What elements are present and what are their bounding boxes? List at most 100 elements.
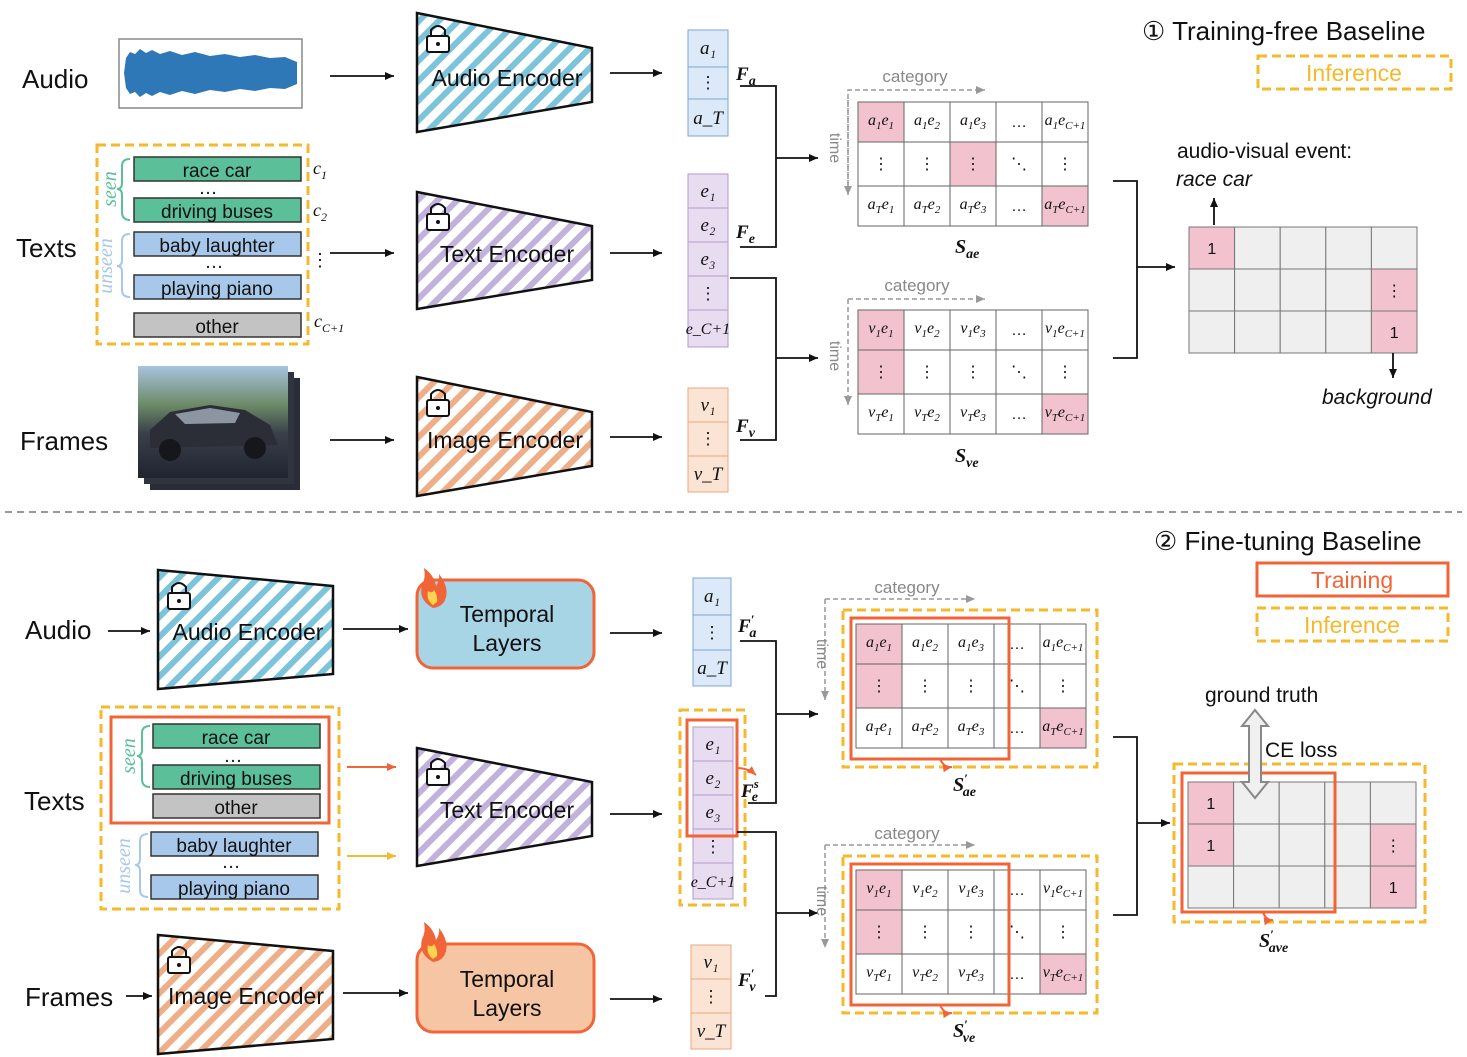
background-label: background	[1322, 386, 1433, 409]
feat-v1-p2: v₁	[703, 952, 718, 973]
class-baby-laughter-p2: baby laughter	[176, 836, 292, 857]
feat-e-dots-p2: ⋮	[705, 837, 722, 856]
output-cell	[1325, 310, 1372, 354]
event-label: audio-visual event:	[1177, 140, 1352, 163]
temporal-layers-audio: Temporal Layers	[415, 568, 596, 670]
matrix-cell	[995, 185, 1043, 227]
matrix-cell	[1039, 909, 1087, 955]
text-encoder-p1: Text Encoder	[415, 190, 594, 311]
class-other	[133, 312, 302, 338]
output-cell	[1233, 823, 1280, 867]
feat-v-dots: ⋮	[700, 429, 717, 448]
matrix-cell	[1039, 707, 1087, 749]
class-dots-unseen-p2: …	[222, 852, 241, 873]
feat-aT-p2: a_T	[697, 658, 728, 679]
class-race-car	[133, 156, 302, 182]
output-cell	[1325, 268, 1372, 312]
matrix-dots: …	[1011, 322, 1027, 339]
matrix-cell-label: a1e1	[868, 112, 894, 132]
audio-encoder-p1: Audio Encoder	[415, 11, 594, 134]
output-cell-value: 1	[1390, 325, 1399, 342]
connector-ve	[730, 277, 777, 441]
matrix-dots: ⋮	[919, 156, 935, 173]
matrix-cell	[901, 909, 949, 955]
feature-v-p1: v₁ ⋮ v_T	[687, 387, 729, 493]
output-cell	[1187, 781, 1235, 825]
lock-icon	[426, 203, 450, 231]
matrix-cell	[1041, 393, 1089, 435]
axis-category: category	[884, 276, 950, 295]
lock-icon	[167, 582, 191, 610]
ground-truth-label: ground truth	[1205, 684, 1318, 707]
audio-encoder-p2: Audio Encoder	[156, 568, 335, 691]
audio-encoder-label: Audio Encoder	[432, 65, 583, 91]
feature-a-p2: a₁ ⋮ a_T	[692, 577, 732, 687]
output-cell	[1188, 310, 1236, 354]
matrix-cell-label: v1eC+1	[1043, 880, 1083, 900]
output-cell	[1278, 865, 1326, 909]
matrix-cell-label: vTeC+1	[1043, 964, 1084, 984]
matrix-cell-label: vTe2	[912, 964, 938, 984]
class-playing-piano	[133, 274, 302, 300]
S-ve-prime-label: S′ve	[953, 1017, 975, 1046]
axes-ve-p2: category time	[813, 824, 975, 948]
matrix-cell-label: v1e1	[868, 320, 893, 340]
matrix-cell-label: aTe2	[914, 196, 941, 216]
feat-e-dots: ⋮	[700, 284, 717, 303]
image-encoder-label: Image Encoder	[427, 427, 583, 453]
matrix-cell-label: a1e2	[914, 112, 941, 132]
class-playing-piano-p2: playing piano	[178, 879, 290, 900]
output-cell	[1187, 865, 1235, 909]
matrix-cell	[901, 623, 949, 665]
text-classes-panel1: race car … driving buses baby laughter ……	[95, 143, 344, 346]
output-cell	[1188, 268, 1236, 312]
matrix-cell	[993, 909, 1041, 955]
Fa-label: Fa	[735, 64, 756, 89]
output-cell	[1278, 823, 1326, 867]
matrix-cell	[993, 623, 1041, 665]
inference-box-Sve	[841, 854, 1099, 1015]
output-cell	[1278, 781, 1326, 825]
class-dots-unseen: …	[205, 252, 224, 273]
inference-box-Save	[1172, 762, 1427, 924]
axis-category-p2: category	[874, 824, 940, 843]
legend-inference-label-p2: Inference	[1304, 612, 1400, 638]
matrix-cell-label: aTe3	[960, 196, 987, 216]
output-cell-value: ⋮	[1385, 838, 1401, 855]
matrix-cell	[857, 309, 905, 351]
matrix-cell	[903, 101, 951, 143]
matrix-dots: ⋱	[1009, 678, 1025, 695]
matrix-cell	[855, 707, 903, 749]
matrix-dots: ⋮	[963, 924, 979, 941]
matrix-cell	[855, 909, 903, 955]
matrix-cell	[855, 623, 903, 665]
matrix-dots: ⋮	[919, 364, 935, 381]
matrix-dots: …	[1009, 720, 1025, 737]
arrow-Save-prime	[1262, 911, 1274, 926]
matrix-dots: ⋮	[1055, 678, 1071, 695]
output-cell	[1369, 865, 1417, 909]
output-cell	[1234, 226, 1281, 270]
inference-box-Sae	[841, 608, 1099, 769]
matrix-cell-label: a1eC+1	[1043, 634, 1084, 654]
feat-aT: a_T	[693, 108, 724, 129]
matrix-cell	[857, 393, 905, 435]
class-baby-laughter-label: baby laughter	[159, 236, 275, 257]
frames-label: Frames	[20, 426, 108, 456]
panel2-title: ② Fine-tuning Baseline	[1154, 526, 1422, 556]
feature-e-p2: e₁ e₂ e₃ ⋮ e_C+1	[678, 708, 757, 907]
image-encoder-p1: Image Encoder	[415, 375, 594, 498]
matrix-cell	[1041, 349, 1089, 395]
matrix-cell-label: v1e3	[960, 320, 986, 340]
matrix-cell	[949, 349, 997, 395]
connector-merge-p1	[1113, 180, 1138, 359]
feat-e3-p2: e₃	[705, 802, 720, 823]
matrix-cell	[857, 101, 905, 143]
matrix-cell-label: aTe1	[866, 718, 893, 738]
fire-icon	[421, 922, 447, 962]
ce-loss-label: CE loss	[1265, 739, 1337, 762]
matrix-cell	[1041, 185, 1089, 227]
